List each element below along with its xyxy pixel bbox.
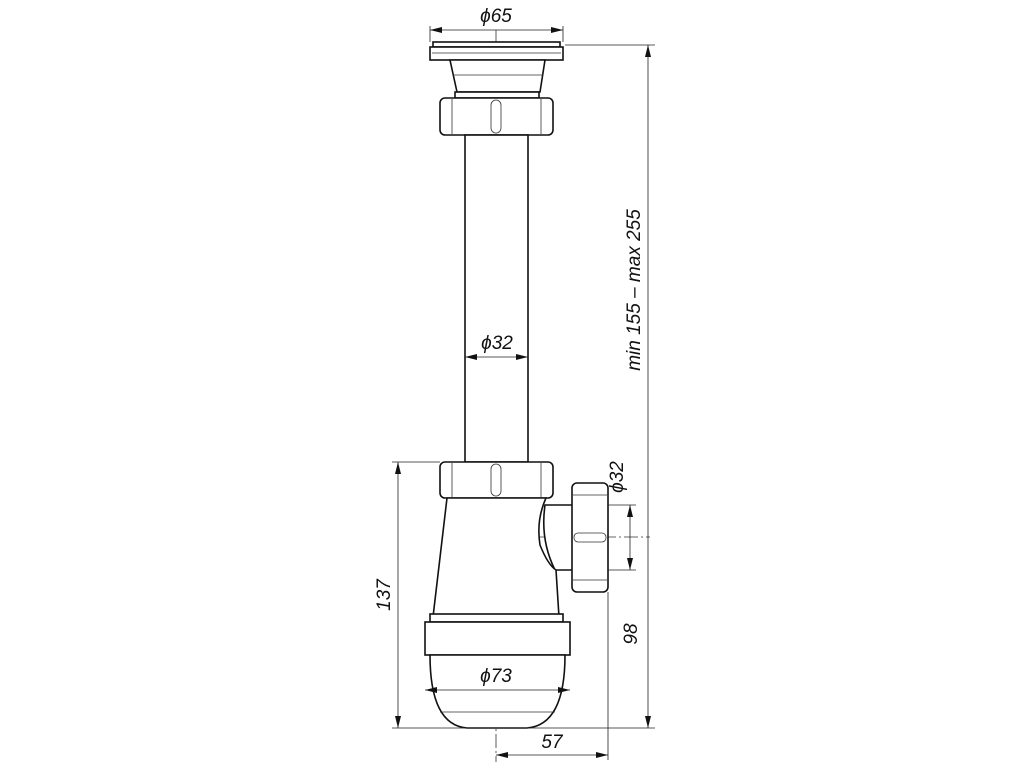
- flange-diameter-label: ϕ65: [480, 6, 512, 27]
- body-rim: [429, 613, 564, 623]
- dimension-lines: [392, 26, 655, 760]
- extension-tube: [464, 134, 529, 463]
- trap-height-label: 137: [374, 578, 395, 611]
- lower-nut: [439, 461, 554, 499]
- side-outlet-pipe: [542, 504, 576, 571]
- trap-body: [432, 497, 560, 618]
- outlet-nut: [571, 482, 609, 593]
- upper-nut: [439, 97, 554, 136]
- bowl-diameter-label: ϕ73: [480, 666, 512, 687]
- outlet-height-label: 98: [621, 623, 642, 645]
- height-range-label: min 155 – max 255: [624, 209, 645, 371]
- outlet-offset-label: 57: [541, 732, 564, 753]
- drain-flange: [429, 41, 564, 99]
- cap-ring: [424, 621, 571, 656]
- outlet-diameter-label: ϕ32: [607, 461, 628, 493]
- pipe-diameter-label: ϕ32: [481, 333, 513, 354]
